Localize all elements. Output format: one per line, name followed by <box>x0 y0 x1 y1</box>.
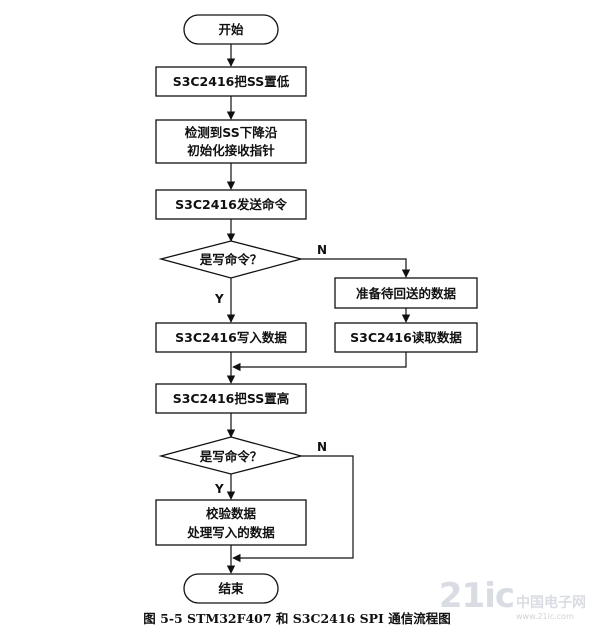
detect-label-line2: 初始化接收指针 <box>187 143 275 158</box>
verify-label-line2: 处理写入的数据 <box>186 525 275 540</box>
watermark-text-group: 中国电子网 www.21ic.com <box>516 592 586 621</box>
read-data-box: S3C2416读取数据 <box>334 322 478 353</box>
ss-low-box: S3C2416把SS置低 <box>155 66 307 97</box>
verify-box: 校验数据 处理写入的数据 <box>155 499 307 546</box>
decision1-label: 是写命令？ <box>199 252 263 267</box>
prepare-data-box: 准备待回送的数据 <box>334 277 478 309</box>
decision2-no-label: N <box>317 440 327 454</box>
watermark-brand: 21ic <box>438 576 515 616</box>
end-label: 结束 <box>218 581 244 596</box>
connectors <box>226 44 411 574</box>
detect-box: 检测到SS下降沿 初始化接收指针 <box>155 119 307 164</box>
decision1-yes-label: Y <box>214 292 224 306</box>
ss-high-label: S3C2416把SS置高 <box>173 391 290 406</box>
edge-decision2-no <box>232 455 354 563</box>
read-data-label: S3C2416读取数据 <box>350 330 462 345</box>
watermark-cn: 中国电子网 <box>516 595 586 611</box>
write-data-label: S3C2416写入数据 <box>175 330 287 345</box>
start-label: 开始 <box>218 22 244 37</box>
ss-high-box: S3C2416把SS置高 <box>155 383 307 414</box>
start-node: 开始 <box>183 14 279 45</box>
write-data-box: S3C2416写入数据 <box>155 322 307 353</box>
prepare-data-label: 准备待回送的数据 <box>356 286 457 301</box>
send-cmd-box: S3C2416发送命令 <box>155 189 307 220</box>
send-cmd-label: S3C2416发送命令 <box>175 197 287 212</box>
decision2-label: 是写命令？ <box>199 449 263 464</box>
decision1-diamond: 是写命令？ <box>158 240 304 279</box>
watermark-logo: 21ic 中国电子网 www.21ic.com <box>439 576 586 621</box>
detect-label-line1: 检测到SS下降沿 <box>185 125 278 140</box>
figure-caption: 图 5-5 STM32F407 和 S3C2416 SPI 通信流程图 <box>143 611 451 626</box>
watermark-url: www.21ic.com <box>516 612 574 621</box>
verify-label-line1: 校验数据 <box>206 506 257 521</box>
decision1-no-label: N <box>317 243 327 257</box>
edge-decision1-no <box>301 258 411 278</box>
ss-low-label: S3C2416把SS置低 <box>173 74 290 89</box>
edge-read-to-merge <box>232 352 407 372</box>
decision2-yes-label: Y <box>214 482 224 496</box>
decision2-diamond: 是写命令？ <box>158 436 304 475</box>
end-node: 结束 <box>183 573 279 604</box>
